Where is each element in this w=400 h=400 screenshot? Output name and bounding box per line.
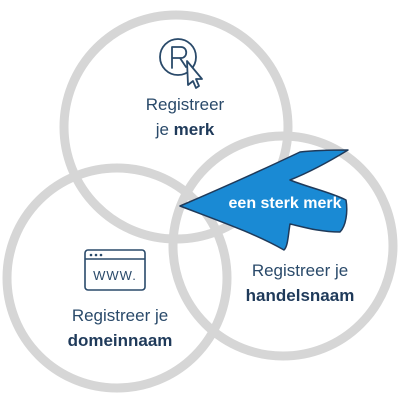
arrow-label: een sterk merk bbox=[228, 195, 342, 212]
label-merk-line1: Registreer bbox=[145, 95, 225, 114]
label-merk-bold: merk bbox=[173, 120, 215, 139]
label-merk-line2: je merk bbox=[95, 117, 275, 142]
label-domeinnaam: Registreer je domeinnaam bbox=[30, 303, 210, 353]
label-handelsnaam-line1: Registreer je bbox=[251, 261, 349, 280]
arrow-shape bbox=[179, 149, 349, 251]
www-text: WWW. bbox=[93, 268, 137, 283]
circle-handelsnaam bbox=[168, 131, 398, 361]
label-handelsnaam-bold: handelsnaam bbox=[245, 286, 355, 305]
label-domeinnaam-bold: domeinnaam bbox=[67, 331, 173, 350]
label-handelsnaam: Registreer je handelsnaam bbox=[205, 258, 395, 308]
registered-cursor-icon bbox=[159, 38, 203, 89]
label-merk: Registreer je merk bbox=[95, 92, 275, 142]
label-merk-prefix: je bbox=[155, 120, 174, 139]
label-domeinnaam-line1: Registreer je bbox=[71, 306, 169, 325]
browser-www-icon: WWW. bbox=[84, 249, 146, 291]
circle-domeinnaam bbox=[2, 163, 232, 393]
